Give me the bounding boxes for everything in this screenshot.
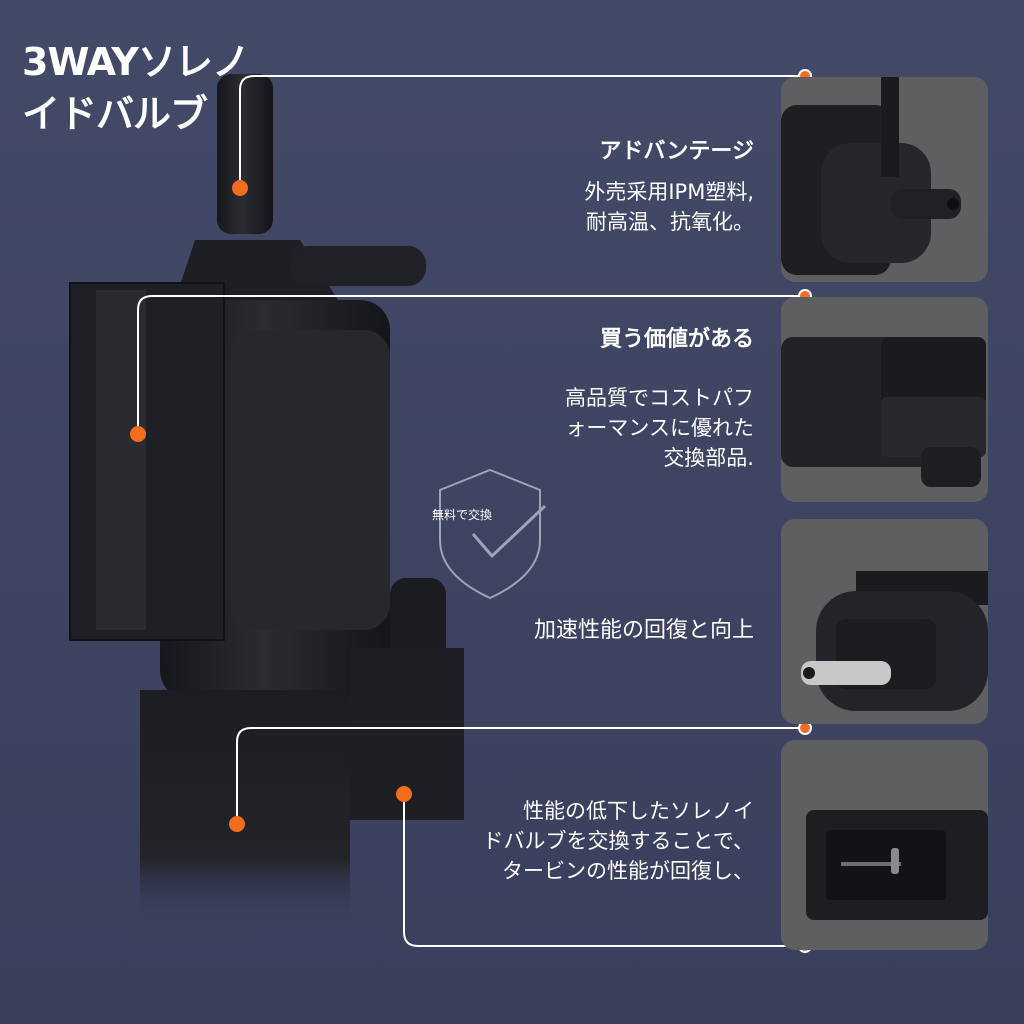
feature-1-line-1: 外売采用IPM塑料, — [584, 180, 754, 204]
feature-2-heading: 買う価値がある — [599, 327, 754, 352]
feature-1-line-2: 耐高温、抗氧化。 — [586, 210, 754, 234]
free-exchange-label: 無料で交換 — [432, 508, 493, 522]
page-title: 3WAYソレノ イドバルブ — [22, 36, 250, 140]
shield-check-icon — [439, 468, 547, 600]
feature-2-line-3: 交換部品. — [663, 446, 754, 470]
detail-panel-nozzle — [781, 77, 988, 282]
title-line-2: イドバルブ — [22, 92, 208, 136]
detail-panel-port — [781, 519, 988, 724]
callout-dot — [130, 426, 146, 442]
title-line-1: 3WAYソレノ — [22, 40, 250, 84]
callout-dot — [232, 180, 248, 196]
detail-panel-terminal — [781, 740, 988, 950]
feature-1: アドバンテージ 外売采用IPM塑料, 耐高温、抗氧化。 — [584, 133, 754, 237]
callout-dot — [396, 786, 412, 802]
callout-dot — [229, 816, 245, 832]
feature-2-line-2: ォーマンスに優れた — [565, 416, 754, 440]
feature-4-line-2: ドバルブを交換することで、 — [482, 829, 754, 853]
feature-3: 加速性能の回復と向上 — [534, 616, 754, 646]
feature-3-heading: 加速性能の回復と向上 — [533, 618, 754, 643]
feature-4-line-1: 性能の低下したソレノイ — [523, 799, 754, 823]
feature-4: 性能の低下したソレノイ ドバルブを交換することで、 タービンの性能が回復し、 — [482, 796, 754, 886]
feature-1-heading: アドバンテージ — [599, 139, 754, 164]
detail-panel-connector — [781, 297, 988, 502]
feature-4-line-3: タービンの性能が回復し、 — [502, 859, 754, 883]
feature-2-line-1: 高品質でコストパフ — [565, 386, 754, 410]
feature-2: 買う価値がある 高品質でコストパフ ォーマンスに優れた 交換部品. — [565, 321, 754, 473]
